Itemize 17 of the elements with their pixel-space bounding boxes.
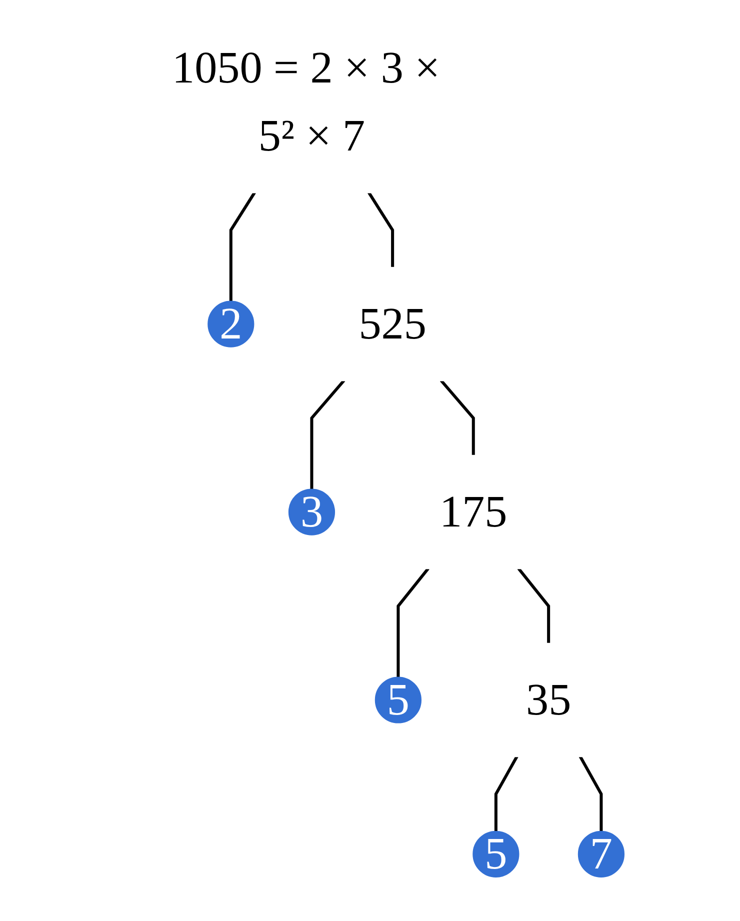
connector	[229, 192, 256, 302]
connector	[440, 379, 475, 456]
node-circle: 7	[578, 830, 625, 878]
node-text: 175	[440, 487, 508, 537]
connector	[396, 567, 430, 678]
node-text: 525	[358, 299, 426, 349]
connector	[494, 756, 518, 832]
node-text: 35	[526, 675, 572, 725]
connector	[310, 379, 346, 490]
node-text: 1050 = 2 × 3 × 5² × 7	[172, 44, 440, 161]
node-circle: 2	[208, 300, 254, 348]
node-circle: 5	[472, 830, 520, 878]
connector	[368, 192, 394, 268]
node-circle: 5	[374, 676, 422, 724]
connector	[517, 567, 550, 644]
node-circle: 3	[288, 488, 336, 536]
connector	[578, 756, 603, 832]
